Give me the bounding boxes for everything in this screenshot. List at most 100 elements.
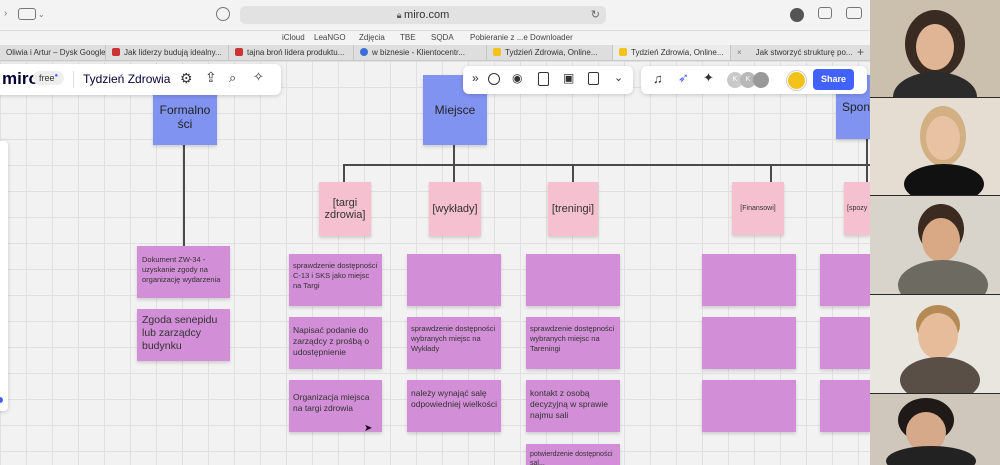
more-chevron-icon[interactable]: ⌄: [614, 72, 624, 84]
favorite-item[interactable]: SQDA: [431, 33, 454, 42]
connector-line: [183, 145, 185, 246]
favorite-item[interactable]: Pobieranie z ...e Downloader: [470, 33, 573, 42]
notification-bell-icon[interactable]: ♫: [653, 71, 663, 86]
shoulders: [893, 72, 977, 97]
plan-badge[interactable]: free●: [33, 71, 65, 85]
sticky-napisac-podanie[interactable]: Napisać podanie do zarządcy z prośbą o u…: [289, 317, 382, 369]
new-tab-icon[interactable]: +: [857, 45, 865, 59]
sticky-organizacja-miejsca[interactable]: Organizacja miejsca na targi zdrowia: [289, 380, 382, 432]
export-upload-icon[interactable]: ⇪: [205, 69, 217, 85]
sticky-empty[interactable]: [702, 380, 796, 432]
tab-overview-icon[interactable]: [846, 7, 862, 19]
collaborator-avatar[interactable]: [753, 72, 769, 88]
board-title[interactable]: Tydzień Zdrowia: [83, 72, 171, 86]
frames-icon[interactable]: [538, 72, 549, 86]
plugins-icon[interactable]: ✧: [253, 69, 264, 84]
download-icon[interactable]: [790, 8, 804, 22]
sticky-finansowi[interactable]: [Finansowi]: [732, 182, 784, 235]
tab[interactable]: w biznesie - Klientocentr...: [353, 45, 486, 60]
sticky-potwierdzenie[interactable]: potwierdzenie dostępności sal...: [526, 444, 620, 465]
presentation-icon[interactable]: ▣: [563, 71, 575, 85]
tab[interactable]: Jak liderzy budują idealny...: [105, 45, 228, 60]
browser-window: › ⌄ 🔒︎ miro.com ↻ iCloud LeaNGO Zdjęcia …: [0, 0, 870, 465]
sticky-text: potwierdzenie dostępności sal...: [530, 451, 613, 465]
share-panel: ♫ ➶ ✦ K K Share: [641, 66, 867, 94]
sticky-header-formalnosci[interactable]: Formalno ści: [153, 88, 217, 145]
sticky-empty[interactable]: [702, 254, 796, 306]
reload-icon[interactable]: ↻: [590, 9, 600, 21]
tab-label: tajna broń lidera produktu...: [247, 48, 345, 57]
sticky-kontakt-osoba[interactable]: kontakt z osobą decyzyjną w sprawie najm…: [526, 380, 620, 432]
sticky-sprawdzenie-sks[interactable]: sprawdzenie dostępności C-13 i SKS jako …: [289, 254, 382, 306]
connector-line: [453, 145, 455, 164]
vote-icon[interactable]: ◉: [512, 71, 523, 85]
miro-board-canvas[interactable]: Formalno ści Miejsce Spons [targi zdrowi…: [0, 61, 870, 465]
sticky-wyklady[interactable]: [wykłady]: [429, 182, 481, 236]
expand-chevron-icon[interactable]: »: [472, 71, 479, 85]
favorite-item[interactable]: iCloud: [282, 33, 305, 42]
sticky-wyklady-dostepnosc[interactable]: sprawdzenie dostępności wybranych miejsc…: [407, 317, 501, 369]
sticky-empty[interactable]: [526, 254, 620, 306]
tab[interactable]: × Jak stworzyć strukturę po...: [730, 45, 855, 60]
share-icon[interactable]: [818, 7, 832, 19]
favorite-item[interactable]: Zdjęcia: [359, 33, 385, 42]
sticky-targi-zdrowia[interactable]: [targi zdrowia]: [319, 182, 371, 236]
sticky-zgoda-sanepidu[interactable]: Zgoda senepidu lub zarządcy budynku: [137, 309, 230, 361]
favorite-item[interactable]: TBE: [400, 33, 416, 42]
video-tile-participant-1[interactable]: [870, 0, 1000, 97]
sticky-treningi-dostepnosc[interactable]: sprawdzenie dostępności wybranych miejsc…: [526, 317, 620, 369]
sticky-wynajac-sale[interactable]: należy wynająć salę odpowiedniej wielkoś…: [407, 380, 501, 432]
tab[interactable]: tajna broń lidera produktu...: [228, 45, 353, 60]
celebrate-icon[interactable]: ✦: [703, 70, 714, 85]
tab[interactable]: Tydzień Zdrowia, Online...: [486, 45, 612, 60]
sidebar-icon[interactable]: [18, 8, 36, 20]
notes-icon[interactable]: [588, 72, 599, 85]
left-tools-panel[interactable]: [0, 141, 8, 411]
collaborator-cursor-dot: [0, 397, 3, 403]
settings-gear-icon[interactable]: ⚙: [180, 70, 193, 86]
miro-logo[interactable]: miro: [2, 69, 39, 88]
video-tile-participant-4[interactable]: [870, 295, 1000, 393]
miro-favicon-icon: [493, 48, 501, 56]
sticky-empty[interactable]: [820, 317, 870, 369]
close-icon[interactable]: ×: [737, 48, 742, 57]
video-tile-participant-3[interactable]: [870, 196, 1000, 294]
page-favicon-icon: [235, 48, 243, 56]
sticky-empty[interactable]: [820, 254, 870, 306]
chevron-down-icon[interactable]: ⌄: [38, 10, 45, 19]
sticky-text: Napisać podanie do zarządcy z prośbą o u…: [293, 325, 370, 358]
video-tile-participant-2[interactable]: [870, 98, 1000, 195]
page-favicon-icon: [112, 48, 120, 56]
connector-line: [572, 164, 574, 182]
sticky-empty[interactable]: [702, 317, 796, 369]
chevron-right-icon[interactable]: ›: [4, 8, 8, 19]
sticky-treningi[interactable]: [treningi]: [548, 182, 598, 236]
collaborator-avatar[interactable]: K: [727, 72, 743, 88]
privacy-shield-icon[interactable]: [216, 7, 230, 21]
sticky-empty[interactable]: [407, 254, 501, 306]
sticky-text: Miejsce: [434, 103, 476, 117]
sticky-sponsorzy-sub[interactable]: [spozy: [844, 182, 870, 235]
timer-icon[interactable]: [488, 73, 500, 85]
sticky-dokument-zw34[interactable]: Dokument ZW-34 - uzyskanie zgody na orga…: [137, 246, 230, 298]
tab-active[interactable]: Tydzień Zdrowia, Online...: [612, 45, 730, 60]
favorites-bar: iCloud LeaNGO Zdjęcia TBE SQDA Pobierani…: [0, 31, 870, 45]
sticky-text: sprawdzenie dostępności C-13 i SKS jako …: [293, 261, 378, 291]
video-tile-participant-5[interactable]: [870, 394, 1000, 465]
sticky-text: kontakt z osobą decyzyjną w sprawie najm…: [530, 388, 608, 421]
favorite-item[interactable]: LeaNGO: [314, 33, 346, 42]
sticky-text: [spozy: [847, 205, 868, 212]
sticky-text: Dokument ZW-34 - uzyskanie zgody na orga…: [142, 255, 221, 285]
sticky-empty[interactable]: [820, 380, 870, 432]
connector-line: [866, 139, 868, 182]
address-bar[interactable]: 🔒︎ miro.com ↻: [240, 6, 606, 24]
collaborator-avatar[interactable]: K: [740, 72, 756, 88]
user-avatar[interactable]: [787, 71, 806, 90]
share-button[interactable]: Share: [813, 69, 854, 90]
tab[interactable]: Oliwia i Artur – Dysk Google: [0, 45, 105, 60]
search-icon[interactable]: ⌕: [229, 70, 237, 85]
cursor-follow-icon[interactable]: ➶: [678, 70, 689, 85]
tab-label: Jak stworzyć strukturę po...: [755, 48, 853, 57]
shoulders: [898, 260, 988, 294]
connector-line: [453, 164, 455, 182]
